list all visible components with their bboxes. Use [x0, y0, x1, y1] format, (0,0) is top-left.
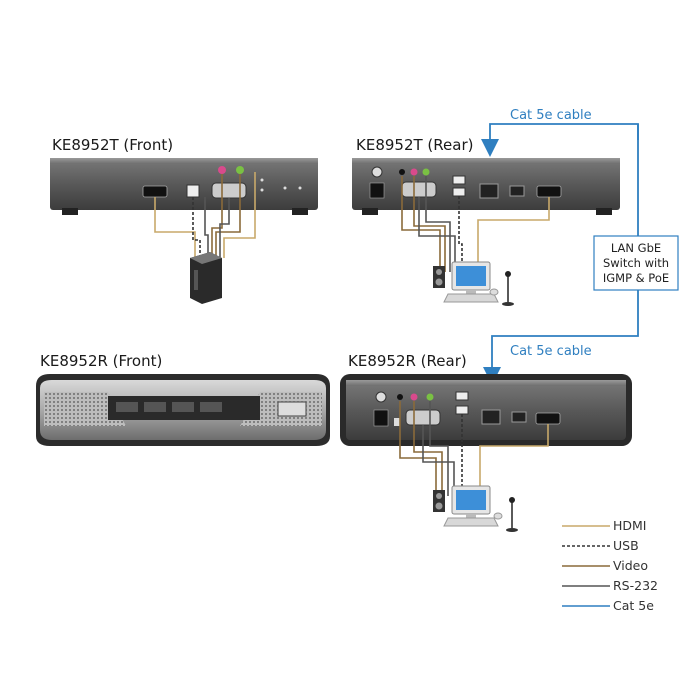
- tx-rear-label: KE8952T (Rear): [356, 136, 473, 154]
- audio-jack-icon: [236, 166, 244, 174]
- switch-line-1: LAN GbE: [611, 241, 661, 255]
- cat5e-cable-label-bottom: Cat 5e cable: [510, 344, 592, 359]
- switch-line-2: Switch with: [603, 256, 669, 270]
- serial-port-icon: [211, 182, 247, 199]
- legend-item-usb: USB: [562, 538, 639, 553]
- workstation-icon: [433, 261, 514, 306]
- hdmi-port-icon: [142, 185, 168, 198]
- legend: HDMI USB Video RS-232 Cat 5e: [562, 518, 658, 613]
- sfp-port-icon: [511, 411, 527, 423]
- workstation-icon: [433, 485, 518, 532]
- lan-switch-box: LAN GbE Switch with IGMP & PoE: [593, 235, 679, 291]
- legend-label: RS-232: [613, 578, 658, 593]
- legend-item-cat5e: Cat 5e: [562, 598, 654, 613]
- legend-label: Video: [613, 558, 648, 573]
- rx-front-label: KE8952R (Front): [40, 352, 162, 370]
- switch-line-3: IGMP & PoE: [603, 271, 669, 285]
- rx-front-unit: [36, 374, 330, 446]
- tx-rear-unit: [352, 158, 620, 215]
- legend-item-video: Video: [562, 558, 648, 573]
- cat5e-cable-label-top: Cat 5e cable: [510, 108, 592, 123]
- lan-port-icon: [479, 183, 499, 199]
- usb-port-icon: [277, 401, 307, 417]
- legend-label: Cat 5e: [613, 598, 654, 613]
- serial-port-icon: [401, 181, 437, 198]
- legend-label: USB: [613, 538, 639, 553]
- power-jack-icon: [373, 409, 389, 427]
- usb-port-icon: [455, 391, 469, 401]
- legend-item-hdmi: HDMI: [562, 518, 647, 533]
- legend-label: HDMI: [613, 518, 647, 533]
- cat5e-link: [481, 123, 639, 385]
- legend-item-rs232: RS-232: [562, 578, 658, 593]
- mic-jack-icon: [218, 166, 226, 174]
- tx-front-label: KE8952T (Front): [52, 136, 173, 154]
- hdmi-port-icon: [535, 412, 561, 425]
- serial-port-icon: [405, 409, 441, 426]
- rx-rear-unit: [340, 374, 632, 446]
- pc-tower-icon: [190, 252, 222, 304]
- lan-port-icon: [481, 409, 501, 425]
- power-jack-icon: [369, 182, 385, 199]
- rx-rear-label: KE8952R (Rear): [348, 352, 467, 370]
- hdmi-port-icon: [536, 185, 562, 198]
- usb-port-icon: [186, 184, 200, 198]
- tx-front-unit: [50, 158, 318, 215]
- usb-port-icon: [452, 175, 466, 185]
- sfp-port-icon: [509, 185, 525, 197]
